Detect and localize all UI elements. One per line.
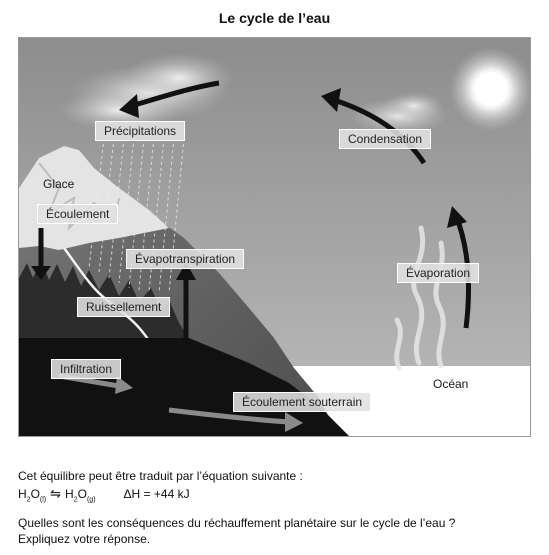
water-cycle-diagram: Précipitations Condensation Glace Écoule…: [18, 37, 531, 437]
label-evaporation: Évaporation: [397, 263, 480, 283]
sun-core: [474, 72, 508, 106]
equilibrium-arrows-icon: ⇋: [50, 486, 62, 501]
page-title: Le cycle de l’eau: [218, 10, 331, 26]
eq-left-sub: 2: [26, 496, 31, 504]
eq-right-state: (g): [86, 496, 96, 504]
eq-left-o: O: [30, 487, 40, 501]
arrows: [31, 80, 471, 432]
equation: H2O(l)⇋H2O(g)ΔH = +44 kJ: [18, 486, 190, 503]
label-glace: Glace: [43, 177, 75, 191]
condensation-arrow: [333, 97, 427, 165]
label-ocean: Océan: [433, 377, 469, 391]
label-ruissellement: Ruissellement: [77, 297, 171, 317]
precipitation-arrow: [130, 80, 220, 109]
eq-right-h: H: [65, 487, 74, 501]
eq-right-o: O: [77, 487, 87, 501]
label-evapotranspiration: Évapotranspiration: [126, 249, 245, 269]
label-infiltration: Infiltration: [51, 359, 122, 379]
condensation-cloud: [349, 92, 449, 134]
delta-h: ΔH = +44 kJ: [123, 487, 190, 501]
question-line-2: Expliquez votre réponse.: [18, 532, 151, 546]
label-ecoulement: Écoulement: [37, 204, 119, 224]
groundwater-arrow: [168, 407, 290, 425]
eq-left-state: (l): [39, 496, 47, 504]
question-line-1: Quelles sont les conséquences du réchauf…: [18, 516, 456, 530]
eq-left-h: H: [18, 487, 27, 501]
label-precipitations: Précipitations: [95, 121, 186, 141]
equilibre-text: Cet équilibre peut être traduit par l’éq…: [18, 469, 303, 483]
glacier: [19, 146, 169, 250]
label-condensation: Condensation: [339, 129, 432, 149]
eq-right-sub: 2: [73, 496, 78, 504]
label-ecoulement-souterrain: Écoulement souterrain: [233, 392, 372, 412]
